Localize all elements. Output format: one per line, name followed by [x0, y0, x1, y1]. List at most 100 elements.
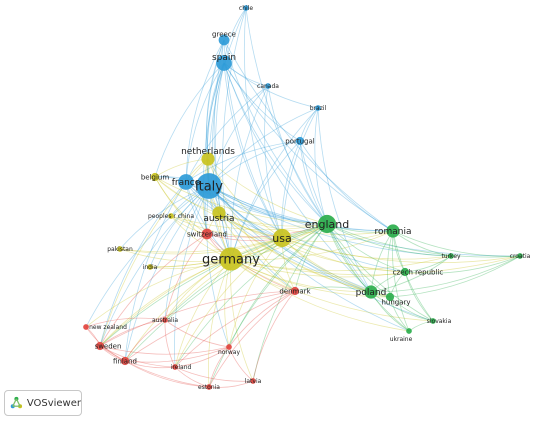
link-australia-sweden [99, 319, 166, 347]
link-spain-netherlands [207, 62, 225, 160]
link-spain-brazil [223, 62, 319, 109]
link-austria-czech_republic [218, 212, 406, 273]
label-brazil: brazil [310, 105, 327, 112]
node-peoples-r-china[interactable] [168, 213, 174, 219]
link-sweden-norway [99, 345, 230, 355]
link-greece-romania [223, 39, 394, 232]
node-czech-republic[interactable] [400, 267, 410, 277]
node-turkey[interactable] [448, 253, 454, 259]
node-poland[interactable] [364, 285, 378, 299]
link-italy-croatia [208, 185, 521, 257]
link-austria-england [218, 212, 328, 227]
link-finland-estonia [124, 360, 210, 388]
label-sweden: sweden [95, 342, 122, 350]
link-denmark-latvia [252, 290, 296, 382]
node-finland[interactable] [120, 356, 130, 366]
node-portugal[interactable] [295, 136, 305, 146]
node-greece[interactable] [218, 34, 230, 46]
link-usa-croatia [281, 237, 521, 264]
node-germany[interactable] [219, 247, 243, 271]
node-romania[interactable] [386, 224, 400, 238]
node-usa[interactable] [272, 228, 292, 248]
node-pakistan[interactable] [117, 246, 123, 252]
link-switzerland-denmark [206, 233, 296, 292]
link-england-sweden [99, 223, 328, 347]
link-germany-sweden [99, 258, 232, 347]
label-usa: usa [272, 232, 291, 245]
link-france-finland [124, 181, 187, 362]
link-spain-switzerland [203, 62, 225, 235]
node-netherlands[interactable] [201, 152, 215, 166]
link-switzerland-england [206, 223, 328, 238]
node-india[interactable] [147, 264, 153, 270]
link-germany-ireland [174, 258, 232, 368]
link-england-turkey [326, 223, 452, 257]
node-canada[interactable] [265, 83, 271, 89]
node-italy[interactable] [196, 173, 222, 199]
node-france[interactable] [178, 174, 194, 190]
link-italy-romania [208, 185, 394, 232]
link-france-poland [185, 181, 372, 293]
node-new-zealand[interactable] [83, 324, 89, 330]
link-england-latvia [252, 223, 328, 382]
link-brazil-italy [208, 107, 319, 187]
link-austria-romania [218, 212, 394, 235]
link-ireland-latvia [174, 366, 254, 382]
link-sweden-ireland [99, 345, 176, 368]
label-new-zealand: new zealand [89, 324, 127, 331]
link-czech_republic-slovakia [404, 271, 434, 322]
node-ukraine[interactable] [406, 328, 412, 334]
label-germany: germany [202, 253, 260, 268]
label-spain: spain [212, 53, 236, 63]
link-australia-norway [164, 319, 230, 348]
node-croatia[interactable] [517, 253, 523, 259]
node-slovakia[interactable] [430, 318, 436, 324]
vosviewer-logo-icon [10, 396, 23, 409]
link-england-ukraine [326, 223, 410, 332]
link-spain-usa [223, 62, 283, 239]
node-england[interactable] [317, 214, 337, 234]
node-norway[interactable] [226, 344, 232, 350]
node-estonia[interactable] [206, 384, 212, 390]
link-canada-usa [264, 85, 283, 239]
link-czech_republic-turkey [404, 255, 452, 273]
node-austria[interactable] [212, 206, 226, 220]
label-turkey: turkey [441, 253, 461, 260]
link-england-finland [124, 223, 328, 362]
node-ireland[interactable] [172, 364, 178, 370]
label-belgium: belgium [141, 173, 170, 181]
node-denmark[interactable] [290, 286, 300, 296]
link-brazil-germany [230, 107, 319, 260]
label-england: england [305, 218, 349, 231]
node-latvia[interactable] [250, 378, 256, 384]
label-czech-republic: czech republic [393, 268, 444, 276]
label-slovakia: slovakia [427, 318, 452, 325]
link-spain-romania [223, 62, 394, 232]
node-switzerland[interactable] [201, 228, 213, 240]
label-latvia: latvia [245, 378, 262, 385]
node-hungary[interactable] [385, 292, 395, 302]
label-india: india [143, 264, 158, 271]
link-austria-denmark [218, 212, 296, 292]
label-romania: romania [374, 227, 411, 237]
node-chile[interactable] [243, 5, 249, 11]
link-germany-new_zealand [85, 258, 232, 328]
label-france: france [172, 178, 201, 188]
node-brazil[interactable] [315, 105, 321, 111]
link-canada-england [267, 85, 328, 225]
link-denmark-sweden [99, 290, 296, 347]
link-italy-australia [164, 185, 210, 321]
link-england-norway [228, 223, 328, 348]
vosviewer-badge[interactable]: VOSviewer [4, 390, 82, 416]
node-belgium[interactable] [150, 172, 160, 182]
node-sweden[interactable] [95, 341, 105, 351]
link-spain-italy [206, 62, 225, 187]
link-france-usa [185, 181, 283, 239]
node-spain[interactable] [216, 55, 232, 71]
node-australia[interactable] [162, 317, 168, 323]
link-usa-czech_republic [281, 237, 406, 273]
link-usa-norway [228, 237, 283, 348]
labels-layer: chilegreecespaincanadabrazilportugalneth… [89, 5, 531, 391]
link-usa-australia [164, 237, 283, 321]
